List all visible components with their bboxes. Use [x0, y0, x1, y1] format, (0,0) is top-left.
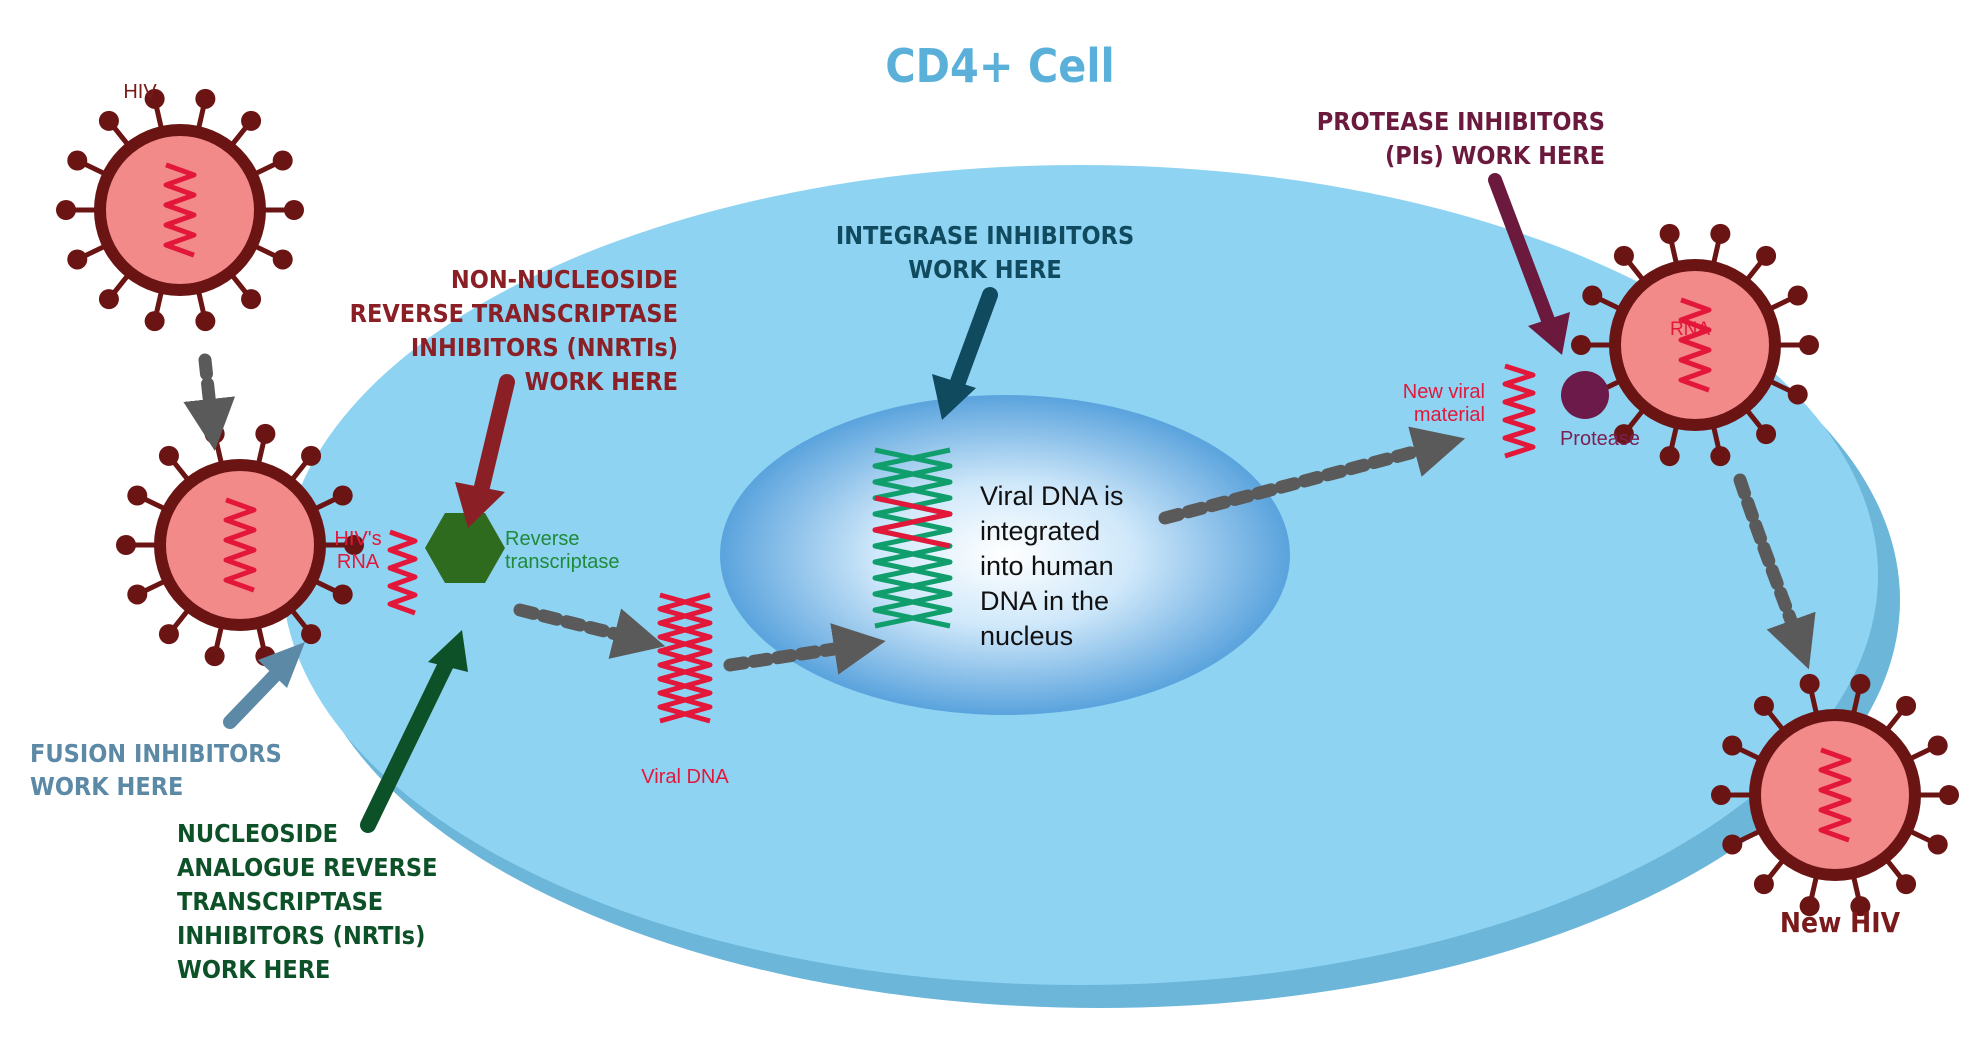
- to-new-material-dashed-arrow: [1158, 426, 1466, 525]
- hiv-virus-attached: [116, 423, 364, 667]
- protease-inhibitors-line-2: (PIs) WORK HERE: [1385, 141, 1605, 170]
- nrti-line-5: WORK HERE: [177, 955, 330, 984]
- to-nucleus-dashed-arrow: [723, 623, 886, 675]
- rna-label: RNA: [1670, 319, 1710, 340]
- nucleus-text-1: Viral DNA is: [980, 481, 1124, 511]
- viral-dna-label: Viral DNA: [641, 766, 729, 788]
- fusion-inhibitors-label: FUSION INHIBITORS WORK HERE: [30, 739, 282, 801]
- reverse-transcriptase-enzyme: [425, 513, 505, 583]
- integrase-line-2: WORK HERE: [908, 255, 1061, 284]
- fusion-inhibitors-line-2: WORK HERE: [30, 772, 183, 801]
- to-viral-dna-dashed-arrow: [513, 603, 666, 659]
- hiv-virus: [56, 88, 304, 332]
- integrase-inhibitor-arrow: [932, 287, 998, 420]
- viral-dna-strand: [657, 592, 713, 724]
- new-hiv-virus: [1711, 673, 1959, 917]
- nnrti-line-1: NON-NUCLEOSIDE: [451, 265, 678, 294]
- protease-inhibitors-line-1: PROTEASE INHIBITORS: [1317, 107, 1605, 136]
- nnrti-line-2: REVERSE TRANSCRIPTASE: [350, 299, 678, 328]
- entry-dashed-arrow: [183, 353, 236, 451]
- integrase-inhibitors-label: INTEGRASE INHIBITORS WORK HERE: [836, 221, 1134, 284]
- nrti-label: NUCLEOSIDE ANALOGUE REVERSE TRANSCRIPTAS…: [177, 819, 437, 984]
- cell-title: CD4+ Cell: [885, 39, 1114, 93]
- new-viral-material-strand: [1502, 363, 1536, 459]
- release-dashed-arrow: [1733, 473, 1816, 670]
- protease-enzyme: [1561, 371, 1609, 419]
- hivs-rna-label-1: HIV's: [334, 528, 381, 550]
- nnrti-label: NON-NUCLEOSIDE REVERSE TRANSCRIPTASE INH…: [350, 265, 678, 396]
- nrti-line-4: INHIBITORS (NRTIs): [177, 921, 425, 950]
- nnrti-arrow: [455, 374, 515, 528]
- nrti-arrow: [360, 630, 468, 833]
- protease-inhibitors-label: PROTEASE INHIBITORS (PIs) WORK HERE: [1317, 107, 1605, 170]
- nucleus-text-4: DNA in the: [980, 586, 1109, 616]
- nucleus-text-5: nucleus: [980, 621, 1073, 651]
- reverse-transcriptase-label-2: transcriptase: [505, 551, 620, 573]
- integrated-dna-helix: [872, 447, 953, 629]
- fusion-inhibitors-line-1: FUSION INHIBITORS: [30, 739, 282, 768]
- nucleus-text-3: into human: [980, 551, 1114, 581]
- protease-inhibitor-arrow: [1488, 173, 1570, 355]
- hiv-rna-strand: [387, 529, 418, 616]
- budding-hiv-virus: [1571, 223, 1819, 467]
- nucleus-text-2: integrated: [980, 516, 1100, 546]
- integrase-line-1: INTEGRASE INHIBITORS: [836, 221, 1134, 250]
- nrti-line-3: TRANSCRIPTASE: [177, 887, 383, 916]
- nrti-line-1: NUCLEOSIDE: [177, 819, 338, 848]
- nrti-line-2: ANALOGUE REVERSE: [177, 853, 437, 882]
- fusion-inhibitor-arrow: [223, 642, 305, 729]
- protease-label: Protease: [1560, 428, 1640, 450]
- new-hiv-label: New HIV: [1780, 906, 1901, 939]
- nnrti-line-4: WORK HERE: [525, 367, 678, 396]
- hivs-rna-label-2: RNA: [337, 551, 380, 573]
- new-viral-material-label-1: New viral: [1403, 381, 1485, 403]
- reverse-transcriptase-label-1: Reverse: [505, 528, 579, 550]
- nnrti-line-3: INHIBITORS (NNRTIs): [411, 333, 678, 362]
- hiv-label: HIV: [123, 81, 157, 103]
- new-viral-material-label-2: material: [1414, 404, 1485, 426]
